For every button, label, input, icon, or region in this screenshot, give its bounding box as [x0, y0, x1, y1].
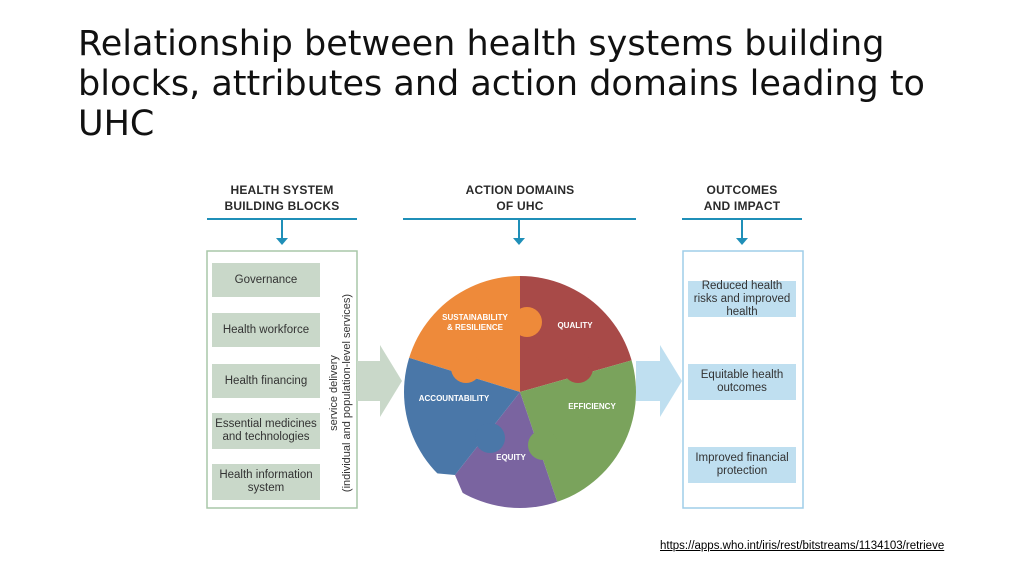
building-block-health-workforce: Health workforce	[212, 313, 320, 347]
knob-accountability-equity	[475, 423, 505, 453]
label-sustainability-line2: & RESILIENCE	[446, 323, 503, 332]
action-domains-header-prefix: OF	[496, 199, 517, 213]
piece-equity	[455, 392, 560, 508]
action-domains-header-uhc: UHC	[517, 199, 544, 213]
label-quality: QUALITY	[557, 321, 593, 330]
outcome-equitable-health: Equitable health outcomes	[688, 364, 796, 400]
knob-sustainability-accountability	[451, 353, 481, 383]
building-blocks-header-line2: BUILDING BLOCKS	[224, 199, 340, 213]
outcomes-header: OUTCOMES AND IMPACT	[680, 182, 804, 214]
building-blocks-header-line1: HEALTH SYSTEM	[230, 183, 334, 197]
building-block-health-financing: Health financing	[212, 364, 320, 398]
knob-efficiency-equity	[528, 430, 558, 460]
bracket-outcomes	[682, 218, 802, 240]
action-domains-header: ACTION DOMAINS OF UHC	[430, 182, 610, 214]
knob-quality-efficiency	[563, 353, 593, 383]
label-sustainability-line1: SUSTAINABILITY	[442, 313, 508, 322]
service-delivery-line1: service delivery	[328, 355, 340, 431]
outcomes-header-line2: AND IMPACT	[703, 199, 781, 213]
arrow-down-building-blocks	[276, 238, 288, 245]
knob-sustainability-quality	[512, 307, 542, 337]
outcome-financial-protection: Improved financial protection	[688, 447, 796, 483]
service-delivery-label: service delivery (individual and populat…	[328, 288, 358, 498]
arrow-down-outcomes	[736, 238, 748, 245]
action-domains-header-line2: OF UHC	[430, 198, 610, 214]
building-block-governance: Governance	[212, 263, 320, 297]
building-blocks-header: HEALTH SYSTEM BUILDING BLOCKS	[207, 182, 357, 214]
service-delivery-line2: (individual and population-level service…	[341, 293, 353, 493]
arrow-down-action-domains	[513, 238, 525, 245]
outcomes-panel	[682, 250, 804, 509]
building-block-health-information: Health information system	[212, 464, 320, 500]
outcomes-header-line1: OUTCOMES	[706, 183, 778, 197]
bracket-building-blocks	[207, 218, 357, 240]
green-arrow	[357, 345, 402, 417]
bracket-action-domains	[403, 218, 636, 240]
label-efficiency: EFFICIENCY	[568, 402, 616, 411]
piece-accountability	[404, 355, 520, 475]
label-equity: EQUITY	[496, 453, 526, 462]
action-domains-header-line1: ACTION DOMAINS	[465, 183, 575, 197]
label-sustainability: SUSTAINABILITY & RESILIENCE	[430, 313, 520, 333]
blue-arrow	[636, 345, 682, 417]
source-link[interactable]: https://apps.who.int/iris/rest/bitstream…	[660, 540, 945, 552]
building-block-essential-medicines: Essential medicines and technologies	[212, 413, 320, 449]
slide-title: Relationship between health systems buil…	[78, 24, 925, 144]
outcome-reduced-health-risks: Reduced health risks and improved health	[688, 280, 796, 318]
label-accountability: ACCOUNTABILITY	[418, 394, 490, 403]
